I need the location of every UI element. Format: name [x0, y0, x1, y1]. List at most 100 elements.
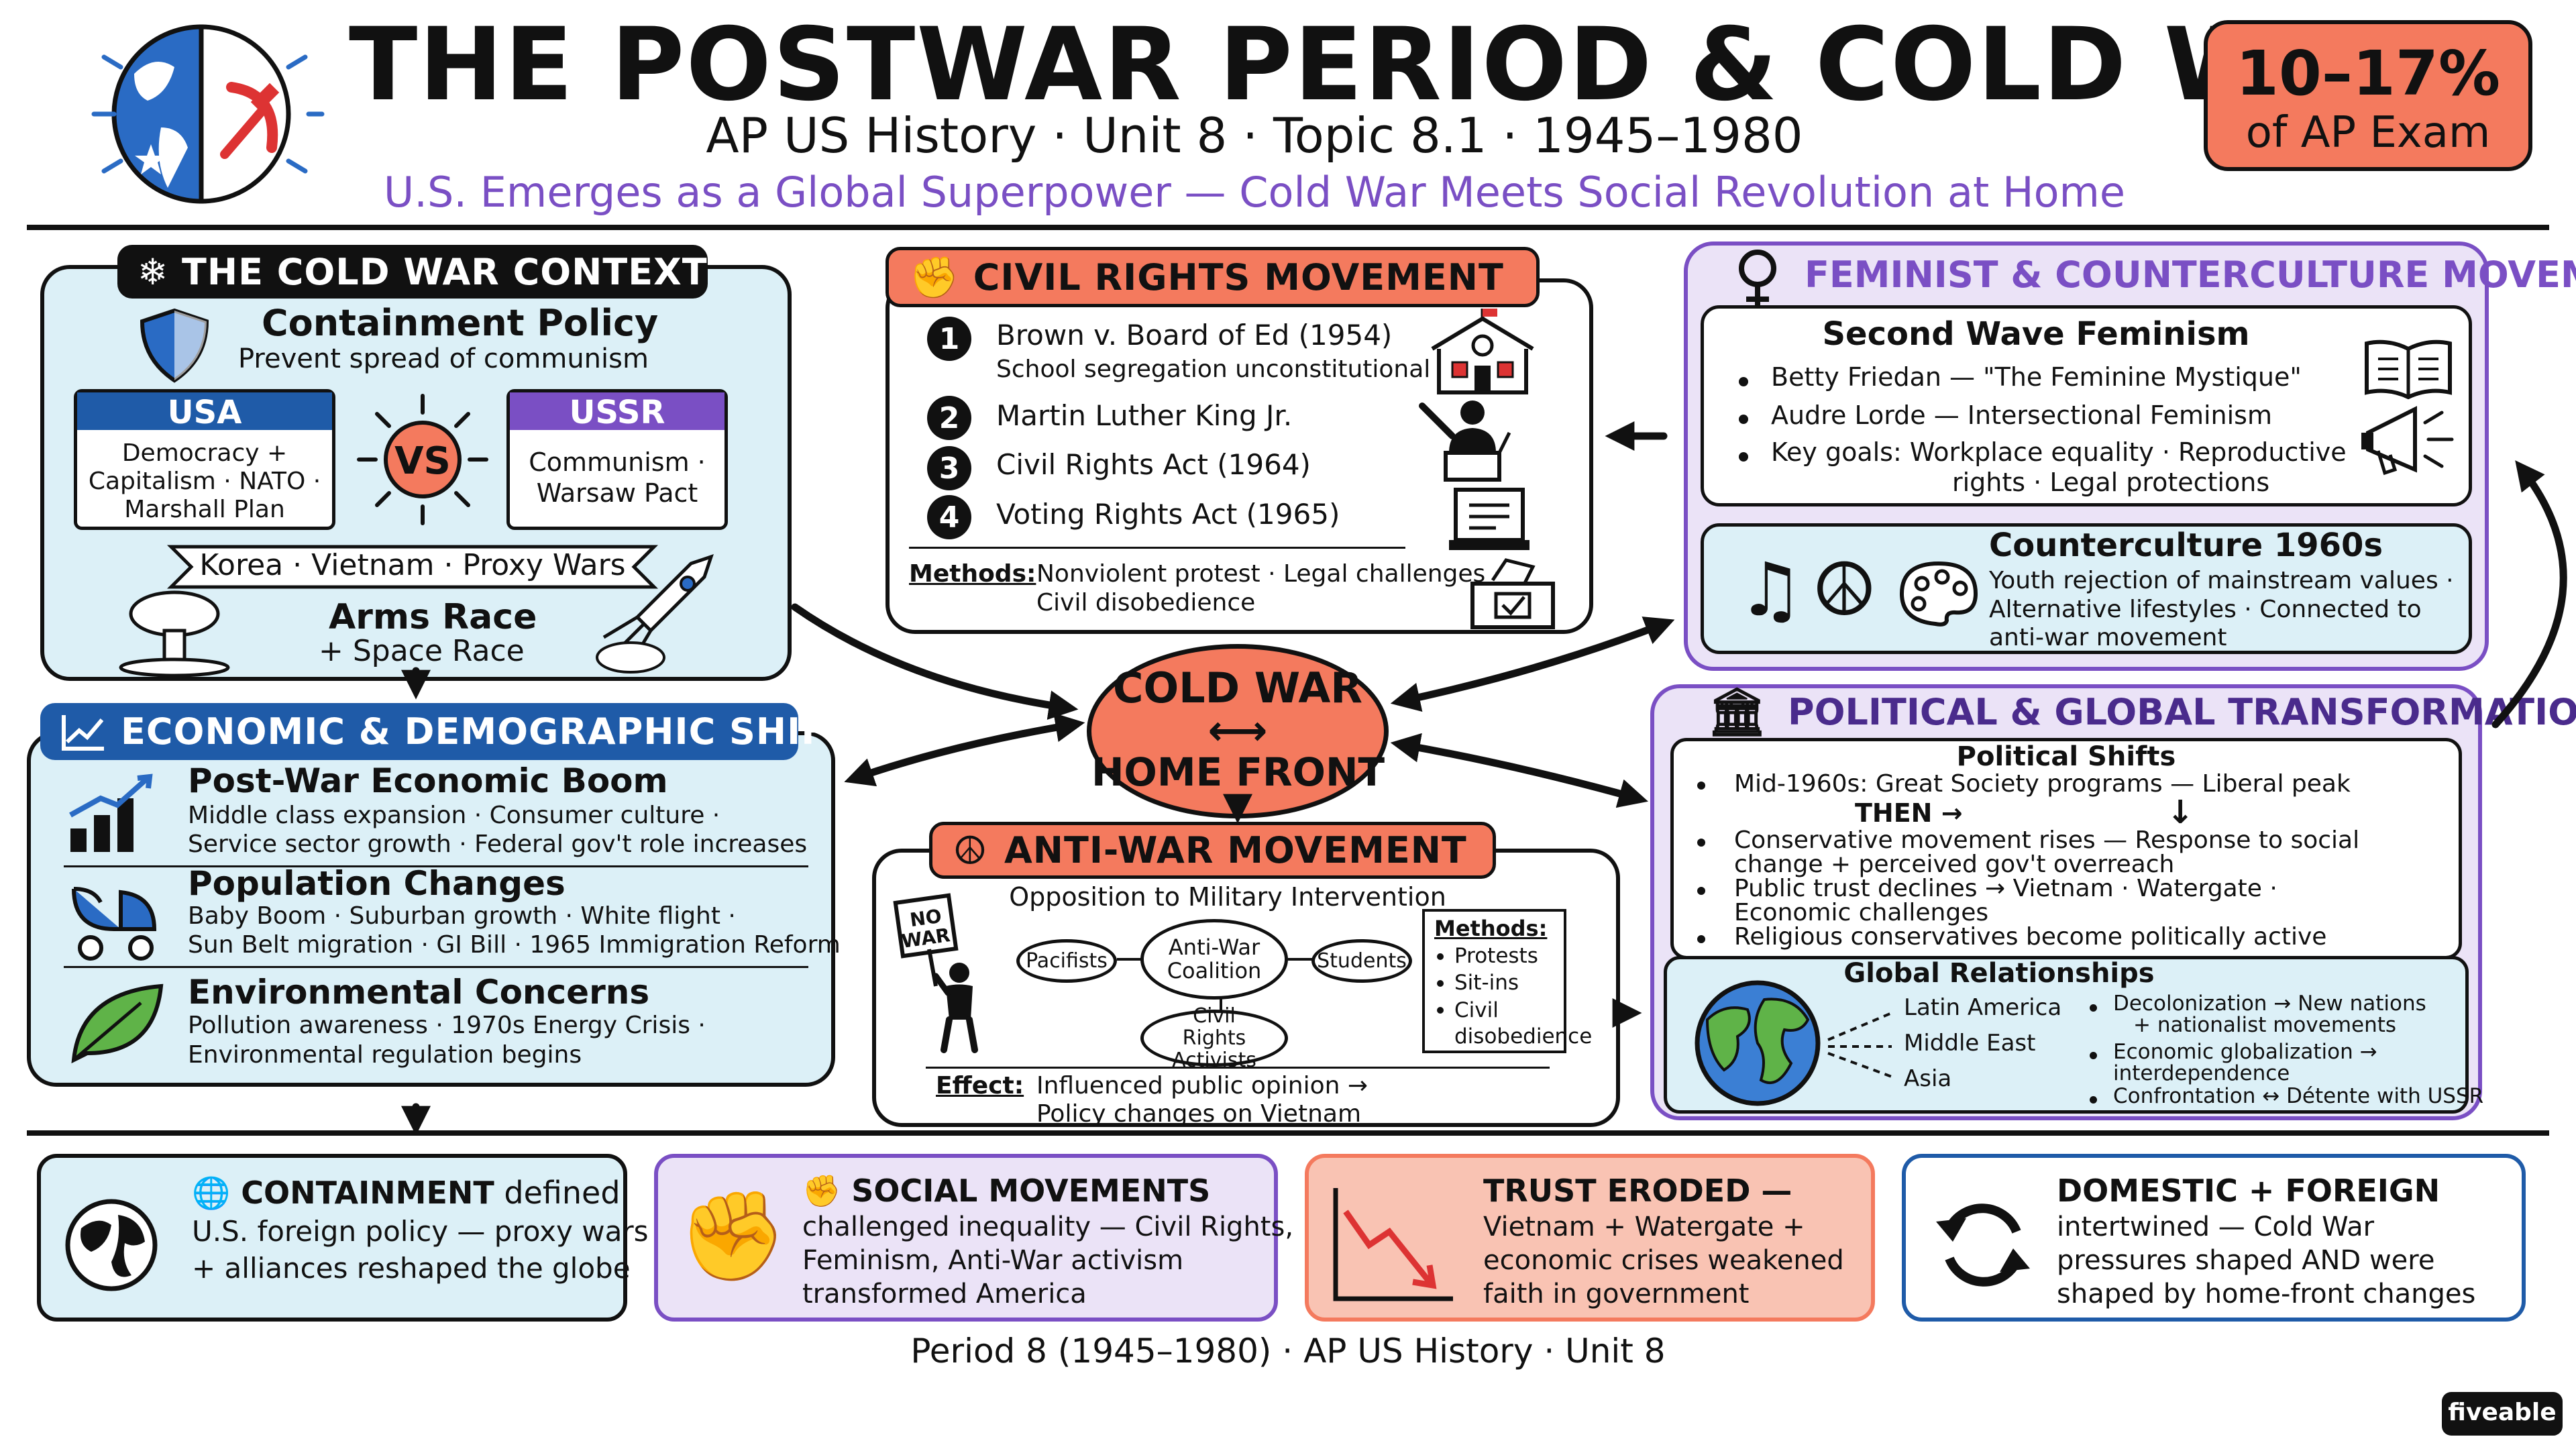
brand-badge[interactable]: fiveable [2442, 1392, 2563, 1436]
region-label: Middle East [1904, 1030, 2036, 1057]
summary-title: 🌐 CONTAINMENT defined [192, 1175, 621, 1211]
usa-box: USA Democracy + Capitalism · NATO · Mars… [74, 389, 335, 530]
effect-line: Policy changes on Vietnam [1036, 1100, 1362, 1128]
global-item: Decolonization → New nations [2113, 991, 2426, 1016]
second-wave-title: Second Wave Feminism [1822, 315, 2250, 353]
global-item: Confrontation ↔ Détente with USSR [2113, 1084, 2484, 1108]
bar-chart-icon [64, 773, 158, 855]
proxy-wars-label: Korea · Vietnam · Proxy Wars [199, 548, 626, 582]
population-line: Sun Belt migration · GI Bill · 1965 Immi… [188, 931, 841, 959]
schoolhouse-icon [1429, 309, 1536, 396]
exam-weight-percent: 10–17% [2235, 38, 2501, 109]
summary-title: TRUST ERODED — [1483, 1173, 1792, 1209]
summary-line: challenged inequality — Civil Rights, [802, 1212, 1294, 1242]
book-icon [2361, 335, 2455, 402]
ussr-box: USSR Communism · Warsaw Pact [506, 389, 728, 530]
civil-rights-item-title: Voting Rights Act (1965) [996, 498, 1340, 531]
cycle-arrows-icon [1929, 1191, 2037, 1299]
peace-sign-icon: ☮ [1811, 547, 1878, 633]
ussr-line: Warsaw Pact [536, 478, 698, 508]
ussr-label: USSR [569, 394, 665, 431]
political-shifts-title: Political Shifts [1956, 741, 2176, 772]
usa-line: Marshall Plan [124, 496, 285, 523]
summary-card-social: ✊ ✊ SOCIAL MOVEMENTS challenged inequali… [654, 1154, 1293, 1322]
environment-line: Pollution awareness · 1970s Energy Crisi… [188, 1012, 706, 1039]
classical-building-icon: 🏛 [1707, 684, 1767, 739]
population-title: Population Changes [188, 864, 566, 903]
counterculture-box [1701, 523, 2472, 654]
economic-banner-label: ECONOMIC & DEMOGRAPHIC SHIFTS [121, 710, 879, 753]
summary-line: shaped by home-front changes [2057, 1279, 2476, 1309]
summary-line: Feminism, Anti-War activism [802, 1245, 1184, 1276]
political-banner: POLITICAL & GLOBAL TRANSFORMATION [1788, 691, 2576, 733]
region-label: Asia [1904, 1065, 1952, 1092]
civil-rights-methods-label: Methods: [909, 560, 1036, 588]
vs-badge: VS [356, 392, 490, 527]
counterculture-line: Alternative lifestyles · Connected to [1989, 596, 2422, 623]
summary-line: + alliances reshaped the globe [192, 1252, 631, 1285]
feminism-item-cont: rights · Legal protections [1952, 468, 2270, 497]
political-item: change + perceived gov't overreach [1734, 851, 2175, 878]
effect-label: Effect: [936, 1072, 1024, 1099]
summary-line: Vietnam + Watergate + [1483, 1212, 1805, 1242]
students-node: Students [1311, 939, 1412, 983]
anti-war-methods-box: Methods: Protests Sit-ins Civil disobedi… [1422, 909, 1592, 1053]
summary-line: intertwined — Cold War [2057, 1212, 2375, 1242]
region-connectors [1827, 1012, 1892, 1078]
civil-rights-methods-line: Nonviolent protest · Legal challenges · [1036, 560, 1501, 588]
political-item: Public trust declines → Vietnam · Waterg… [1734, 875, 2277, 902]
shield-icon [134, 305, 215, 386]
environment-line: Environmental regulation begins [188, 1041, 582, 1069]
pacifists-node: Pacifists [1016, 939, 1117, 983]
summary-card-trust: TRUST ERODED — Vietnam + Watergate + eco… [1305, 1154, 1875, 1322]
page-title: THE POSTWAR PERIOD & COLD WAR [349, 7, 2430, 123]
summary-line: U.S. foreign policy — proxy wars [192, 1215, 649, 1248]
peace-icon: ☮ [953, 827, 988, 873]
political-item: Conservative movement rises — Response t… [1734, 826, 2360, 854]
coalition-node: Anti-War Coalition [1140, 919, 1288, 1000]
number-badge: 3 [927, 446, 971, 490]
summary-card-domestic-foreign: DOMESTIC + FOREIGN intertwined — Cold Wa… [1902, 1154, 2526, 1322]
region-label: Latin America [1904, 994, 2062, 1021]
space-race-subtitle: + Space Race [319, 634, 525, 668]
baby-carriage-icon [60, 875, 168, 963]
ballot-box-icon [1469, 557, 1556, 631]
summary-line: faith in government [1483, 1279, 1750, 1309]
anti-war-title: Opposition to Military Intervention [1009, 882, 1446, 912]
containment-title: Containment Policy [262, 302, 659, 344]
global-item: interdependence [2113, 1061, 2290, 1085]
then-label: THEN → [1855, 798, 1963, 828]
exam-weight-label: of AP Exam [2245, 108, 2491, 158]
divider [926, 1067, 1550, 1069]
number-badge: 1 [927, 317, 971, 361]
feminism-item: Key goals: Workplace equality · Reproduc… [1771, 437, 2347, 467]
political-item: Mid-1960s: Great Society programs — Libe… [1734, 770, 2351, 798]
ussr-line: Communism · [529, 447, 706, 477]
music-note-icon: ♫ [1737, 547, 1804, 633]
civil-rights-item-title: Martin Luther King Jr. [996, 399, 1293, 432]
global-item: Economic globalization → [2113, 1040, 2377, 1064]
activists-node: Civil Rights Activists [1140, 1005, 1288, 1071]
civil-rights-item-title: Brown v. Board of Ed (1954) [996, 319, 1393, 352]
civil-rights-methods-line: Civil disobedience [1036, 589, 1256, 616]
hub-line-2: HOME FRONT [1091, 749, 1385, 795]
central-hub: COLD WAR ⟷ HOME FRONT [1087, 644, 1389, 818]
cold-war-context-banner: ❄ THE COLD WAR CONTEXT [117, 245, 708, 299]
economic-banner: ECONOMIC & DEMOGRAPHIC SHIFTS [40, 703, 878, 760]
civil-rights-item-sub: School segregation unconstitutional [996, 356, 1431, 383]
mushroom-cloud-icon [114, 590, 235, 678]
feminism-item: Betty Friedan — "The Feminine Mystique" [1771, 362, 2302, 392]
summary-card-containment: 🌐 CONTAINMENT defined U.S. foreign polic… [37, 1154, 648, 1322]
number-badge: 4 [927, 495, 971, 539]
declining-chart-icon [1329, 1185, 1456, 1305]
leaf-icon [67, 979, 168, 1067]
raised-fist-icon: ✊ [678, 1185, 787, 1287]
divider [64, 865, 808, 867]
counterculture-line: anti-war movement [1989, 624, 2227, 651]
global-item: + nationalist movements [2133, 1013, 2397, 1037]
second-wave-box [1701, 305, 2472, 506]
chart-icon [62, 714, 104, 751]
civil-rights-banner: ✊ CIVIL RIGHTS MOVEMENT [885, 247, 1540, 307]
protester-icon: NO WAR [893, 892, 996, 1053]
speaker-podium-icon [1409, 396, 1529, 483]
